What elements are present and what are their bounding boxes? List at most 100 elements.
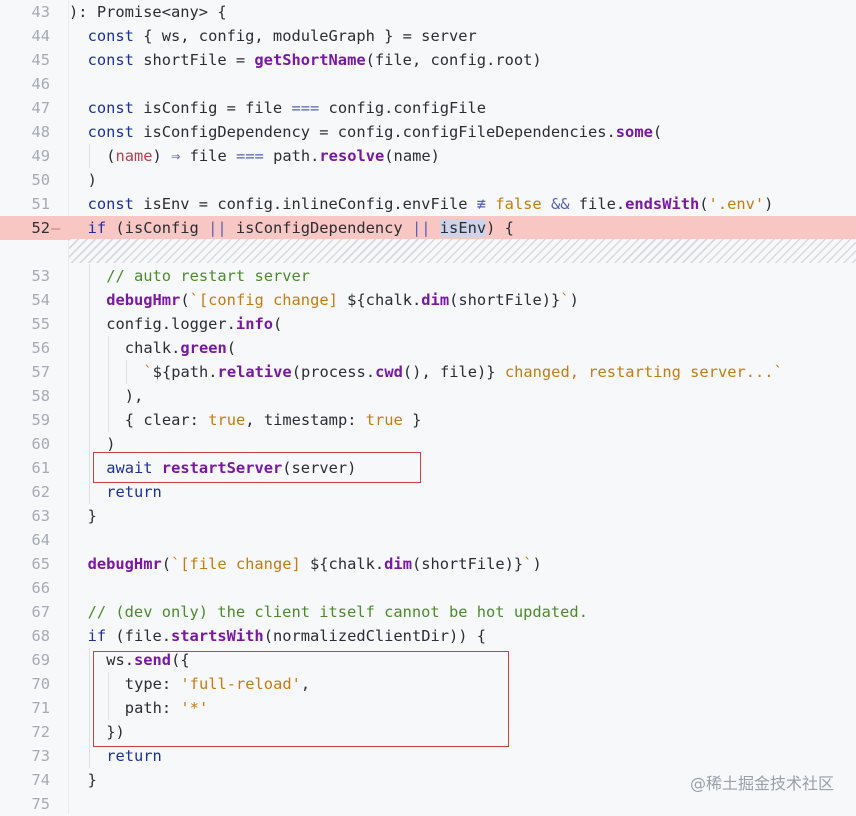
code-token: ) { — [486, 219, 514, 237]
line-number[interactable]: 69 — [31, 651, 50, 669]
line-number[interactable]: 58 — [31, 387, 50, 405]
code-text: { clear: true, timestamp: true } — [125, 408, 422, 432]
code-line[interactable]: 59 { clear: true, timestamp: true } — [0, 408, 856, 432]
code-token: ) — [569, 291, 579, 309]
code-token: info — [235, 315, 273, 333]
code-line[interactable]: 45 const shortFile = getShortName(file, c… — [0, 48, 856, 72]
code-token: } — [87, 507, 97, 525]
line-number[interactable]: 46 — [31, 75, 50, 93]
code-line[interactable]: 47 const isConfig = file === config.confi… — [0, 96, 856, 120]
line-number[interactable]: 71 — [31, 699, 50, 717]
line-number[interactable]: 55 — [31, 315, 50, 333]
line-number[interactable]: 61 — [31, 459, 50, 477]
code-line[interactable]: 63} — [0, 504, 856, 528]
code-text: const shortFile = getShortName(file, con… — [88, 48, 542, 72]
code-line[interactable]: 75 — [0, 792, 856, 816]
line-number[interactable]: 73 — [31, 747, 50, 765]
code-line[interactable]: 49(name) ⇒ file === path.resolve(name) — [0, 144, 856, 168]
line-number[interactable]: 62 — [31, 483, 50, 501]
code-token: send — [134, 651, 172, 669]
line-number[interactable]: 49 — [31, 147, 50, 165]
line-number[interactable]: 70 — [31, 675, 50, 693]
code-token: }) — [106, 723, 125, 741]
code-token: ) — [532, 555, 542, 573]
code-token: (isConfig — [115, 219, 209, 237]
code-token: (process. — [291, 363, 376, 381]
line-number[interactable]: 50 — [31, 171, 50, 189]
code-line[interactable]: 72}) — [0, 720, 856, 744]
code-token: relative — [217, 363, 292, 381]
line-number[interactable]: 63 — [31, 507, 50, 525]
code-line[interactable]: 74} — [0, 768, 856, 792]
line-number[interactable]: 56 — [31, 339, 50, 357]
line-number[interactable]: 51 — [31, 195, 50, 213]
code-line[interactable]: 64 — [0, 528, 856, 552]
code-line[interactable]: 71 path: '*' — [0, 696, 856, 720]
code-token: (shortFile)} — [411, 555, 524, 573]
code-line[interactable]: 60) — [0, 432, 856, 456]
line-number[interactable]: 68 — [31, 627, 50, 645]
line-number[interactable]: 72 — [31, 723, 50, 741]
line-number[interactable]: 65 — [31, 555, 50, 573]
line-number[interactable]: 52 — [31, 219, 50, 237]
line-number[interactable]: 57 — [31, 363, 50, 381]
line-number[interactable]: 74 — [31, 771, 50, 789]
line-number[interactable]: 66 — [31, 579, 50, 597]
annotation-box-ws-send — [93, 651, 509, 747]
line-number[interactable]: 64 — [31, 531, 50, 549]
line-number[interactable]: 59 — [31, 411, 50, 429]
code-token: if — [87, 627, 116, 645]
code-line[interactable]: 53 // auto restart server — [0, 264, 856, 288]
code-text: // auto restart server — [106, 264, 310, 288]
line-number[interactable]: 43 — [31, 3, 50, 21]
line-number[interactable]: 44 — [31, 27, 50, 45]
line-number[interactable]: 75 — [31, 795, 50, 813]
code-token: { clear: — [124, 411, 209, 429]
indent-guide — [89, 744, 90, 768]
code-token: getShortName — [254, 51, 366, 69]
code-line[interactable]: 46 — [0, 72, 856, 96]
code-token: chalk. — [124, 339, 181, 357]
line-number[interactable]: 60 — [31, 435, 50, 453]
code-line[interactable]: 57`${path.relative(process.cwd(), file)}… — [0, 360, 856, 384]
code-token: ${chalk. — [310, 555, 385, 573]
code-line[interactable]: 58), — [0, 384, 856, 408]
code-line[interactable]: 50) — [0, 168, 856, 192]
line-number[interactable]: 67 — [31, 603, 50, 621]
change-marker-icon[interactable]: — — [51, 219, 61, 237]
code-token: `[config change] — [189, 291, 348, 309]
code-line[interactable]: 66 — [0, 576, 856, 600]
code-token: ( — [699, 195, 709, 213]
code-token: (server) — [282, 459, 357, 477]
code-line[interactable]: 67// (dev only) the client itself cannot… — [0, 600, 856, 624]
code-token: || — [208, 219, 227, 237]
code-line[interactable]: 52—if (isConfig || isConfigDependency ||… — [0, 216, 856, 240]
line-number[interactable]: 54 — [31, 291, 50, 309]
code-token: > { — [198, 3, 227, 21]
code-token: } — [87, 771, 97, 789]
line-number[interactable]: 53 — [31, 267, 50, 285]
code-line[interactable]: 69 ws.send({ — [0, 648, 856, 672]
line-number[interactable]: 47 — [31, 99, 50, 117]
code-text: ws.send({ — [106, 648, 189, 672]
code-line[interactable]: 43): Promise<any> { — [0, 0, 856, 24]
code-text: const isConfig = file === config.configF… — [88, 96, 486, 120]
line-number[interactable]: 45 — [31, 51, 50, 69]
code-token — [486, 195, 495, 213]
code-token: ≢ — [476, 195, 487, 213]
line-number[interactable]: 48 — [31, 123, 50, 141]
code-text: path: '*' — [125, 696, 208, 720]
